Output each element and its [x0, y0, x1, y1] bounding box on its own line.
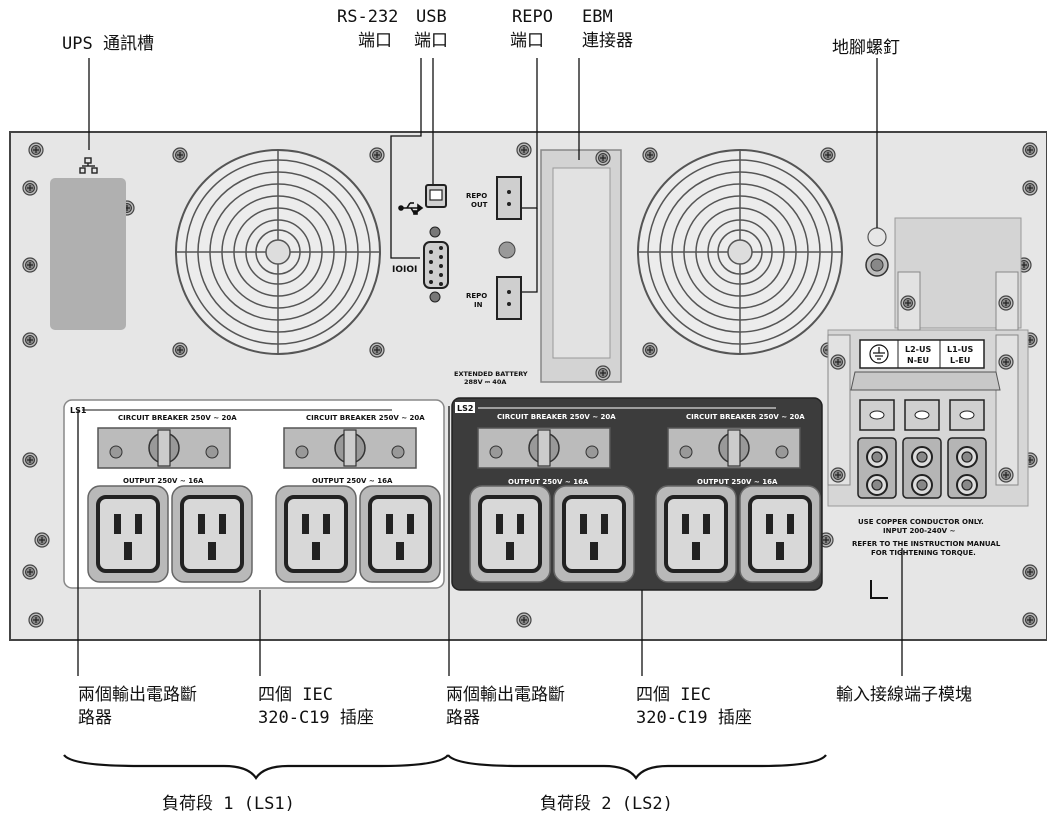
repo-center-screw	[499, 242, 515, 258]
ls2-breaker-label-1: CIRCUIT BREAKER 250V ~ 20A	[497, 413, 616, 421]
ls1-receptacle-4	[360, 486, 440, 582]
ls2-badge: LS2	[457, 404, 473, 413]
extended-battery-label-1: EXTENDED BATTERY	[454, 370, 528, 378]
receptacles-ls1-callout-line2: 320-C19 插座	[258, 707, 374, 729]
torque-note-2: FOR TIGHTENING TORQUE.	[871, 549, 976, 557]
extended-battery-label-2: 288V ⎓ 40A	[464, 378, 506, 386]
rs232-callout-line2: 端口	[358, 30, 392, 52]
usb-callout-line2: 端口	[414, 30, 448, 52]
ls2-receptacle-1	[470, 486, 550, 582]
copper-note-1: USE COPPER CONDUCTOR ONLY.	[858, 518, 984, 526]
ls1-receptacle-3	[276, 486, 356, 582]
ebm-callout-line2: 連接器	[582, 30, 633, 52]
terminal-l1-label-2: L-EU	[950, 356, 970, 365]
ls1-section: LS1 CIRCUIT BREAKER 250V ~ 20A CIRCUIT B…	[64, 400, 444, 588]
load-segment-1-label: 負荷段 1 (LS1)	[162, 793, 295, 815]
ls1-receptacle-1	[88, 486, 168, 582]
repo-in-port	[497, 277, 521, 319]
breakers-ls1-callout-line2: 路器	[78, 707, 112, 729]
repo-out-port	[497, 177, 521, 219]
repo-callout-line1: REPO	[512, 6, 553, 28]
fan-right	[638, 150, 842, 354]
repo-in-label-2: IN	[474, 301, 483, 309]
usb-callout-line1: USB	[416, 6, 447, 28]
ls2-output-label-1: OUTPUT 250V ~ 16A	[508, 478, 589, 486]
torque-note-1: REFER TO THE INSTRUCTION MANUAL	[852, 540, 1001, 548]
terminal-block-callout: 輸入接線端子模塊	[836, 684, 972, 706]
ls1-breaker-label-1: CIRCUIT BREAKER 250V ~ 20A	[118, 414, 237, 422]
ls2-receptacle-2	[554, 486, 634, 582]
ls1-receptacle-2	[172, 486, 252, 582]
ls1-output-label-1: OUTPUT 250V ~ 16A	[123, 477, 204, 485]
breakers-ls1-callout-line1: 兩個輸出電路斷	[78, 684, 197, 706]
ls1-breaker-label-2: CIRCUIT BREAKER 250V ~ 20A	[306, 414, 425, 422]
repo-in-label-1: REPO	[466, 292, 487, 300]
ls2-breaker-2	[668, 428, 800, 468]
receptacles-ls2-callout-line2: 320-C19 插座	[636, 707, 752, 729]
rs232-callout-line1: RS-232	[337, 6, 398, 28]
terminal-l2-label-2: N-EU	[907, 356, 929, 365]
receptacles-ls1-callout-line1: 四個 IEC	[258, 684, 333, 706]
receptacles-ls2-callout-line1: 四個 IEC	[636, 684, 711, 706]
ls1-breaker-2	[284, 428, 416, 468]
repo-out-label-1: REPO	[466, 192, 487, 200]
ups-communication-slot	[50, 158, 126, 330]
breakers-ls2-callout-line2: 路器	[446, 707, 480, 729]
ebm-callout-line1: EBM	[582, 6, 613, 28]
ls1-breaker-1	[98, 428, 230, 468]
ls1-output-label-2: OUTPUT 250V ~ 16A	[312, 477, 393, 485]
ground-screw-callout: 地腳螺釘	[832, 37, 900, 59]
repo-callout-line2: 端口	[510, 30, 544, 52]
load-segment-braces	[64, 755, 826, 778]
ls1-brace	[64, 755, 448, 778]
breakers-ls2-callout-line1: 兩個輸出電路斷	[446, 684, 565, 706]
fan-left	[176, 150, 380, 354]
ls2-output-label-2: OUTPUT 250V ~ 16A	[697, 478, 778, 486]
ls2-breaker-1	[478, 428, 610, 468]
load-segment-2-label: 負荷段 2 (LS2)	[540, 793, 673, 815]
terminal-l2-label-1: L2-US	[905, 345, 931, 354]
ls2-breaker-label-2: CIRCUIT BREAKER 250V ~ 20A	[686, 413, 805, 421]
terminal-l1-label-1: L1-US	[947, 345, 973, 354]
ls2-receptacle-3	[656, 486, 736, 582]
rs232-symbol: IOIOI	[392, 265, 417, 275]
ls2-receptacle-4	[740, 486, 820, 582]
copper-note-2: INPUT 200-240V ~	[883, 527, 955, 535]
ls2-section: LS2 CIRCUIT BREAKER 250V ~ 20A CIRCUIT B…	[452, 398, 822, 590]
repo-out-label-2: OUT	[471, 201, 488, 209]
ls2-brace	[448, 755, 826, 778]
ups-slot-callout: UPS 通訊槽	[62, 33, 154, 55]
